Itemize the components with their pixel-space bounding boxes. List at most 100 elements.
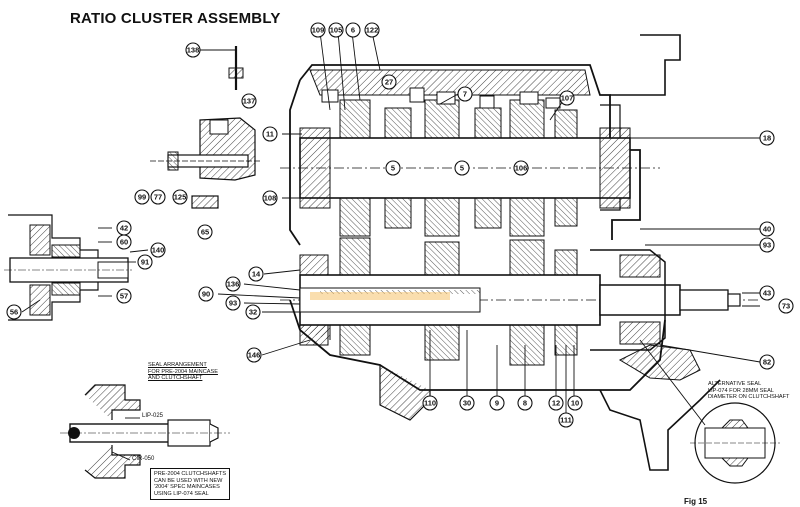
input-seal-detail (4, 214, 132, 321)
callout-6: 6 (345, 22, 361, 38)
callout-146: 146 (246, 347, 262, 363)
note-line: DIAMETER ON CLUTCHSHAFT (708, 394, 790, 401)
svg-text:105: 105 (330, 26, 343, 35)
seal-arrangement-note: SEAL ARRANGEMENT FOR PRE-2004 MAINCASE A… (148, 362, 218, 382)
alternative-seal-note: ALTERNATIVE SEAL LIP-074 FOR 28MM SEAL D… (708, 381, 789, 401)
note-line: LIP-074 FOR 28MM SEAL (708, 387, 774, 394)
note-line: PRE-2004 CLUTCHSHAFTS (154, 471, 227, 477)
callout-125: 125 (172, 189, 188, 205)
callouts: 138 137 99 77 125 65 109 105 6 122 27 7 … (6, 22, 794, 428)
upper-shaft (280, 87, 660, 237)
lower-shaft (280, 237, 760, 366)
callout-93a: 93 (759, 237, 775, 253)
callout-99: 99 (134, 189, 150, 205)
callout-40: 40 (759, 221, 775, 237)
callout-57: 57 (116, 288, 132, 304)
svg-text:12: 12 (552, 399, 560, 408)
svg-text:60: 60 (120, 238, 128, 247)
svg-text:18: 18 (763, 134, 771, 143)
svg-text:30: 30 (463, 399, 471, 408)
callout-42: 42 (116, 220, 132, 236)
callout-122: 122 (364, 22, 380, 38)
callout-14: 14 (248, 266, 264, 282)
callout-30: 30 (459, 395, 475, 411)
svg-text:57: 57 (120, 292, 128, 301)
svg-text:93: 93 (229, 299, 237, 308)
svg-text:136: 136 (227, 280, 240, 289)
svg-text:107: 107 (561, 94, 574, 103)
callout-73: 73 (778, 298, 794, 314)
callout-107: 107 (559, 90, 575, 106)
svg-text:109: 109 (312, 26, 325, 35)
callout-8: 8 (517, 395, 533, 411)
svg-text:14: 14 (252, 270, 261, 279)
callout-140: 140 (150, 242, 166, 258)
seal-arrangement-detail (60, 384, 230, 479)
callout-77: 77 (150, 189, 166, 205)
callout-93b: 93 (225, 295, 241, 311)
callout-111: 111 (558, 412, 574, 428)
callout-11: 11 (262, 126, 278, 142)
svg-text:146: 146 (248, 351, 261, 360)
callout-106: 106 (513, 160, 529, 176)
note-line: FOR PRE-2004 MAINCASE (148, 368, 218, 375)
svg-text:82: 82 (763, 358, 771, 367)
svg-text:90: 90 (202, 290, 210, 299)
lip-025-label: LIP-025 (142, 413, 164, 419)
svg-text:106: 106 (515, 164, 528, 173)
svg-text:6: 6 (351, 26, 355, 35)
svg-text:93: 93 (763, 241, 771, 250)
svg-text:138: 138 (187, 46, 200, 55)
figure-reference: Fig 15 (684, 497, 708, 506)
callout-43: 43 (759, 285, 775, 301)
svg-text:32: 32 (249, 308, 257, 317)
svg-text:91: 91 (141, 258, 149, 267)
callout-91: 91 (137, 254, 153, 270)
svg-text:77: 77 (154, 193, 162, 202)
pin-detail (200, 46, 244, 90)
svg-text:40: 40 (763, 225, 771, 234)
callout-5a: 5 (385, 160, 401, 176)
svg-text:137: 137 (243, 97, 256, 106)
callout-105: 105 (328, 22, 344, 38)
callout-56: 56 (6, 304, 22, 320)
svg-text:5: 5 (391, 164, 395, 173)
callout-10: 10 (567, 395, 583, 411)
note-line: ALTERNATIVE SEAL (708, 381, 762, 387)
callout-18: 18 (759, 130, 775, 146)
svg-text:125: 125 (174, 193, 187, 202)
svg-text:73: 73 (782, 302, 790, 311)
svg-text:9: 9 (495, 399, 499, 408)
callout-136: 136 (225, 276, 241, 292)
leader-lines (21, 31, 761, 420)
note-line: USING LIP-074 SEAL (154, 490, 209, 497)
pre2004-note-box: PRE-2004 CLUTCHSHAFTS CAN BE USED WITH N… (150, 468, 231, 501)
alternative-seal-detail (639, 339, 780, 484)
gearbox-casing (289, 34, 721, 471)
callout-110: 110 (422, 395, 438, 411)
svg-text:110: 110 (424, 399, 436, 408)
bolt-detail (150, 117, 262, 181)
callout-27: 27 (381, 74, 397, 90)
callout-108: 108 (262, 190, 278, 206)
callout-82: 82 (759, 354, 775, 370)
svg-text:43: 43 (763, 289, 771, 298)
note-line: AND CLUTCHSHAFT (148, 375, 203, 382)
callout-12: 12 (548, 395, 564, 411)
callout-9: 9 (489, 395, 505, 411)
cir-050-label: CIR-050 (132, 456, 155, 462)
svg-text:56: 56 (10, 308, 18, 317)
svg-text:10: 10 (571, 399, 579, 408)
callout-109: 109 (310, 22, 326, 38)
callout-5b: 5 (454, 160, 470, 176)
svg-text:11: 11 (266, 130, 274, 139)
pad-detail (191, 195, 219, 209)
callout-32: 32 (245, 304, 261, 320)
callout-60: 60 (116, 234, 132, 250)
page-title: RATIO CLUSTER ASSEMBLY (70, 10, 281, 27)
svg-text:5: 5 (460, 164, 464, 173)
callout-137: 137 (241, 93, 257, 109)
svg-text:99: 99 (138, 193, 146, 202)
svg-text:111: 111 (560, 416, 572, 425)
